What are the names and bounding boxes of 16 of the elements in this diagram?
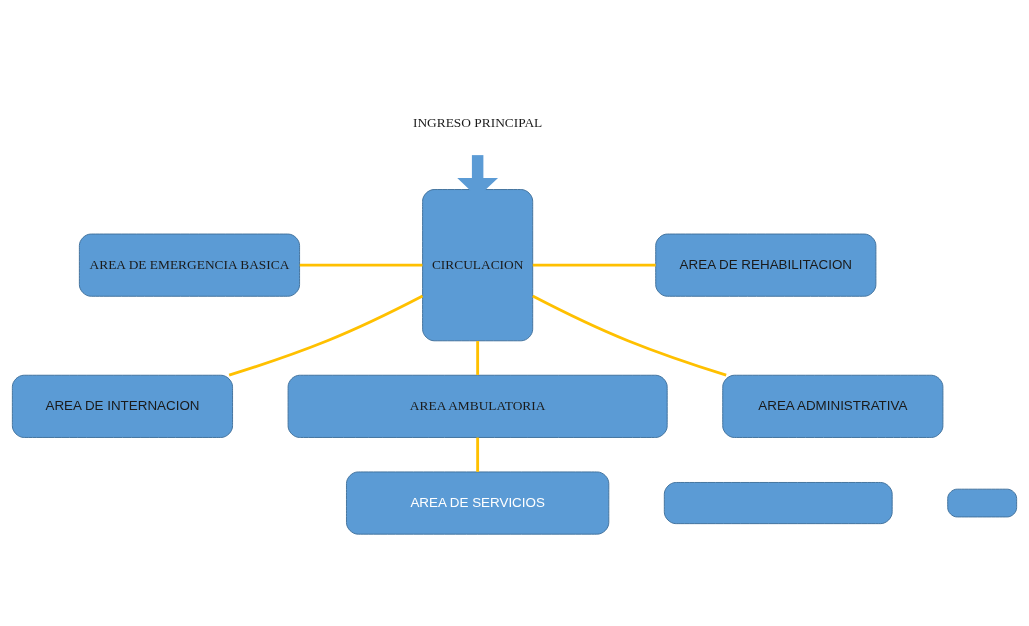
connector — [299, 263, 423, 267]
node-box: AREA DE SERVICIOS — [346, 470, 610, 535]
node-box: AREA DE INTERNACION — [11, 374, 234, 438]
node-box — [947, 488, 1018, 517]
node-box: AREA DE REHABILITACION — [655, 233, 877, 297]
connector — [476, 340, 480, 375]
connector — [228, 294, 424, 377]
connector — [532, 263, 656, 267]
node-box: AREA AMBULATORIA — [287, 374, 668, 438]
node-text: INGRESO PRINCIPAL — [412, 114, 543, 130]
connector — [532, 294, 727, 377]
node-box — [663, 481, 893, 524]
node-box: AREA DE EMERGENCIA BASICA — [78, 233, 301, 297]
node-box: CIRCULACION — [422, 188, 534, 341]
node-box: AREA ADMINISTRATIVA — [722, 374, 944, 438]
connector — [476, 437, 480, 472]
